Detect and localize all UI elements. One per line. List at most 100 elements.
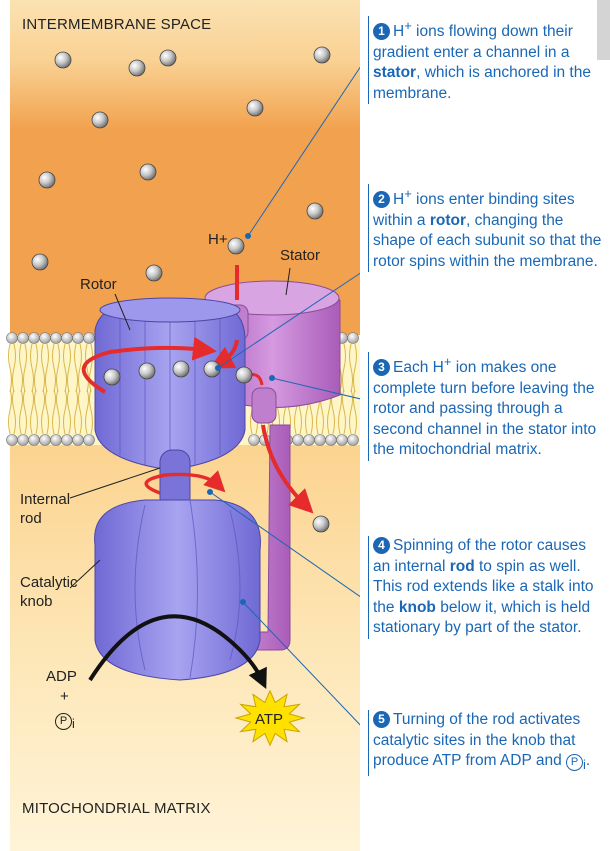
- internal-rod-label: Internal rod: [20, 490, 70, 528]
- lipid-head: [39, 332, 51, 344]
- atp-synthesis-arrow: [88, 614, 267, 690]
- lipid-head: [83, 434, 95, 446]
- step-3-number: 3: [373, 359, 390, 377]
- h-ion: [38, 171, 56, 189]
- lipid-tail: [52, 343, 60, 393]
- lipid-head: [325, 434, 337, 446]
- lipid-tail: [8, 389, 16, 435]
- h-ion: [312, 515, 330, 533]
- h-ion: [139, 163, 157, 181]
- lipid-tail: [349, 343, 357, 393]
- lipid-tail: [63, 389, 71, 435]
- step-4-number: 4: [373, 537, 390, 554]
- lipid-head: [17, 434, 29, 446]
- step-3-text-b: ion makes one complete turn before leavi…: [373, 359, 597, 459]
- rotor: [94, 297, 246, 471]
- h-ion: [128, 59, 146, 77]
- h-ion: [235, 366, 253, 384]
- lipid-tail: [85, 343, 93, 393]
- lipid-head: [347, 332, 359, 344]
- pi-subscript: i: [72, 717, 75, 731]
- label-lines: [69, 267, 291, 589]
- step-1-number: 1: [373, 23, 390, 41]
- lipid-tail: [30, 389, 38, 435]
- intermembrane-space-label: INTERMEMBRANE SPACE: [22, 16, 212, 33]
- h-exit-arrow: [261, 424, 314, 514]
- lipid-tail: [19, 343, 27, 393]
- lipid-head: [17, 332, 29, 344]
- lipid-head: [6, 332, 18, 344]
- step-2-bold: rotor: [429, 211, 467, 229]
- lipid-head: [292, 434, 304, 446]
- stator-label: Stator: [280, 247, 321, 264]
- step-4-text-b: to spin as well. This rod extends like a…: [373, 557, 594, 616]
- lipid-head: [50, 332, 62, 344]
- rod-rotation-arrow: [144, 470, 226, 495]
- lipid-head: [50, 434, 62, 446]
- callout-lines: [207, 66, 360, 726]
- lipid-head: [83, 332, 95, 344]
- h-ion: [159, 49, 177, 67]
- internal-rod-label-line2: rod: [20, 510, 42, 527]
- step-4-text-a: Spinning of the rotor causes an internal: [373, 537, 587, 575]
- lipid-tail: [74, 389, 82, 435]
- h-plus-label: H+: [208, 230, 228, 249]
- lipid-tail: [30, 343, 38, 393]
- h-ion: [145, 264, 163, 282]
- h-ion: [91, 111, 109, 129]
- phosphate-symbol: P: [55, 713, 72, 730]
- catalytic-knob-label: Catalytic knob: [20, 573, 78, 611]
- catalytic-knob-label-line1: Catalytic: [20, 574, 78, 591]
- lipid-head: [39, 434, 51, 446]
- h-ion: [306, 202, 324, 220]
- lipid-tail: [41, 389, 49, 435]
- h-ion-group: [31, 46, 331, 533]
- lipid-head: [347, 434, 359, 446]
- lipid-tail: [19, 389, 27, 435]
- h-ion: [31, 253, 49, 271]
- h-plus-text: H+: [208, 231, 228, 248]
- h-ion: [313, 46, 331, 64]
- mitochondrial-matrix-label: MITOCHONDRIAL MATRIX: [22, 800, 211, 817]
- page-edge-tab: [597, 0, 610, 60]
- lipid-head: [303, 434, 315, 446]
- lipid-head: [28, 434, 40, 446]
- lipid-head: [314, 434, 326, 446]
- step-2-text-b: , changing the shape of each subunit so …: [373, 211, 602, 270]
- atp-synthase-diagram: [6, 0, 360, 851]
- adp-label: ADP: [46, 668, 77, 685]
- rotor-rotation-arrow: [81, 336, 217, 394]
- lipid-head: [72, 332, 84, 344]
- h-entry-arrow: [220, 265, 239, 363]
- step-4-bold-knob: knob: [398, 598, 436, 616]
- atp-label: ATP: [255, 711, 284, 728]
- catalytic-knob: [94, 499, 261, 681]
- plus-label: +: [60, 688, 69, 705]
- lipid-tail: [85, 389, 93, 435]
- lipid-head: [6, 434, 18, 446]
- step-1-text-a: ions flowing down their gradient enter a…: [373, 23, 573, 61]
- h-ion: [103, 368, 121, 386]
- lipid-tail: [52, 389, 60, 435]
- h-ion: [172, 360, 190, 378]
- step-4-text-c: below it, which is held stationary by pa…: [373, 598, 591, 637]
- h-ion: [54, 51, 72, 69]
- lipid-head: [248, 434, 260, 446]
- h-ion: [227, 237, 245, 255]
- rotor-label: Rotor: [80, 276, 117, 293]
- step-4-bold-rod: rod: [449, 557, 475, 575]
- step-1-text-b: , which is anchored in the membrane.: [373, 64, 591, 102]
- catalytic-knob-label-line2: knob: [20, 593, 53, 610]
- lipid-tail: [74, 343, 82, 393]
- lipid-head: [61, 332, 73, 344]
- step-1-bold: stator: [373, 64, 417, 82]
- h-ion: [246, 99, 264, 117]
- lipid-head: [61, 434, 73, 446]
- atp-burst: [234, 689, 306, 747]
- step-2-number: 2: [373, 191, 390, 209]
